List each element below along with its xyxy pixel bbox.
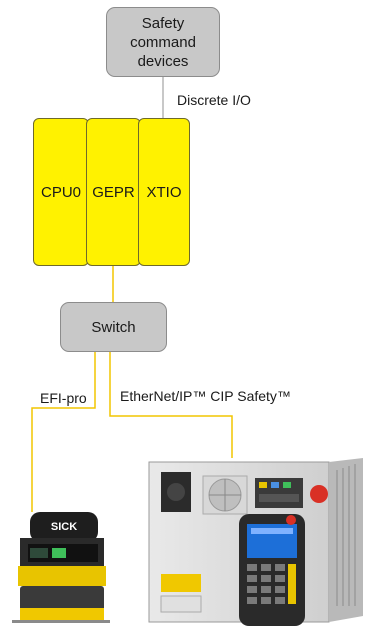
discrete-io-label: Discrete I/O: [177, 92, 251, 108]
switch-label: Switch: [91, 318, 136, 336]
efi-pro-label: EFI-pro: [40, 390, 87, 406]
laser-scanner-image: SICK: [12, 512, 110, 623]
xtio-module: XTIO: [138, 118, 190, 266]
xtio-label: XTIO: [146, 183, 182, 201]
gepr-module: GEPR: [86, 118, 141, 266]
switch-box: Switch: [60, 302, 167, 352]
robot-controller-image: [148, 458, 363, 626]
safety-command-devices-label: Safety command devices: [130, 14, 196, 70]
efi-pro-line: [31, 352, 96, 512]
cpu0-module: CPU0: [33, 118, 89, 266]
cpu0-label: CPU0: [40, 183, 81, 201]
ethernet-ip-label: EtherNet/IP™ CIP Safety™: [120, 388, 291, 404]
safety-command-devices-box: Safety command devices: [106, 7, 220, 77]
ethernet-ip-line: [109, 352, 233, 458]
scanner-brand-label: SICK: [51, 521, 77, 533]
gepr-label: GEPR: [92, 183, 135, 201]
